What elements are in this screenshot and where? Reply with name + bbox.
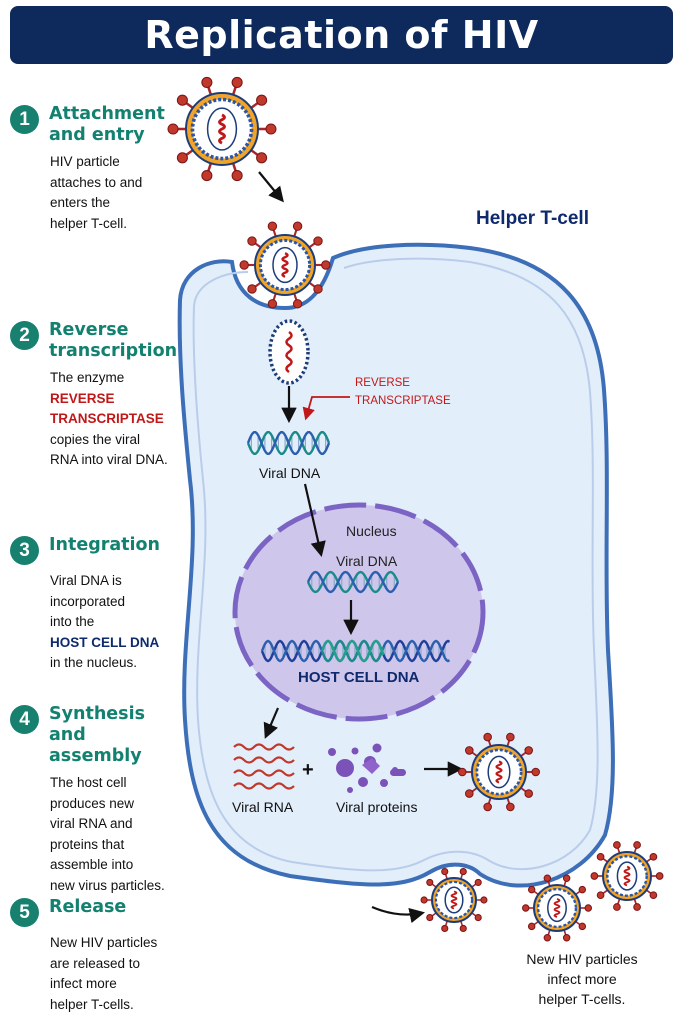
step-number-badge: 3 [10, 536, 39, 565]
nucleus-viral-dna-label: Viral DNA [336, 553, 398, 569]
viral-rna-strand [233, 756, 295, 764]
viral-protein [358, 777, 368, 787]
integrated-viral-dna-segment [320, 639, 385, 663]
step-description: New HIV particles are released to infect… [50, 935, 158, 1012]
hiv-particle-entering [239, 221, 331, 309]
viral-rna-strand [233, 782, 295, 790]
new-hiv-particle-assembled [458, 732, 540, 812]
step-number-badge: 4 [10, 705, 39, 734]
released-hiv-particle [590, 841, 664, 911]
arrow-into-nucleus [303, 483, 326, 558]
step-title: Release [49, 897, 127, 917]
uncoated-capsid [268, 319, 310, 385]
nucleus-viral-dna-helix [306, 570, 400, 594]
infect-caption-line2: infect more [547, 971, 616, 987]
enzyme-label-line1: REVERSE [355, 377, 410, 389]
viral-protein [390, 769, 406, 776]
viral-protein [362, 758, 380, 774]
step-number-badge: 1 [10, 105, 39, 134]
viral-rna-strands [233, 743, 295, 790]
step-title: Integration [49, 535, 161, 555]
step-description: HIV particle attaches to and enters the … [50, 154, 143, 231]
nucleus-label: Nucleus [346, 523, 397, 539]
step-title: Attachment and entry [49, 104, 165, 145]
released-hiv-particle [522, 874, 593, 942]
page-title: Replication of HIV [144, 13, 539, 57]
dna-helices [246, 431, 451, 663]
step-title: Reverse transcription [49, 320, 178, 361]
step-number-badge: 2 [10, 321, 39, 350]
viral-proteins-label: Viral proteins [336, 799, 417, 815]
cell-inner-edge [192, 257, 599, 872]
viral-rna-strand [233, 769, 295, 777]
plus-sign: + [302, 759, 314, 781]
viral-rna-strand [233, 743, 295, 751]
viral-proteins-cluster [328, 743, 406, 793]
viral-protein [347, 787, 353, 793]
viral-protein [336, 759, 354, 777]
step-4: 4 Synthesis and assembly The host cell p… [10, 704, 180, 896]
step-description: The enzyme REVERSE TRANSCRIPTASE copies … [50, 370, 168, 467]
viral-rna-genome [285, 330, 293, 374]
step-1: 1 Attachment and entry HIV particle atta… [10, 104, 180, 234]
nucleus [235, 505, 483, 719]
nuclear-envelope [232, 502, 486, 722]
viral-dna-label: Viral DNA [259, 465, 321, 481]
hiv-particle-attaching [167, 76, 277, 182]
step-3: 3 Integration Viral DNA is incorporated … [10, 535, 180, 674]
arrow-synthesis [263, 707, 280, 739]
title-banner: Replication of HIV [10, 6, 673, 64]
infect-caption-line1: New HIV particles [526, 951, 637, 967]
virus-particles [167, 76, 664, 942]
viral-rna-label: Viral RNA [232, 799, 294, 815]
enzyme-pointer-arrow [302, 396, 350, 421]
arrow-attach [258, 171, 284, 203]
host-cell-dna-label: HOST CELL DNA [298, 669, 420, 686]
viral-dna-helix [246, 431, 331, 455]
viral-protein [372, 743, 382, 753]
viral-protein [380, 779, 388, 787]
released-hiv-particle [420, 867, 488, 933]
step-2: 2 Reverse transcription The enzyme REVER… [10, 320, 180, 471]
cell-label: Helper T-cell [476, 208, 589, 229]
arrow-release [371, 905, 426, 924]
viral-protein [351, 747, 359, 755]
step-description: The host cell produces new viral RNA and… [50, 775, 165, 893]
enzyme-label-line2: TRANSCRIPTASE [355, 395, 451, 407]
step-number-badge: 5 [10, 898, 39, 927]
viral-protein [328, 748, 336, 756]
step-description: Viral DNA is incorporated into the HOST … [50, 573, 160, 670]
infect-caption-line3: helper T-cells. [539, 991, 626, 1007]
step-5: 5 Release New HIV particles are released… [10, 897, 180, 1015]
step-title: Synthesis and assembly [49, 704, 145, 766]
